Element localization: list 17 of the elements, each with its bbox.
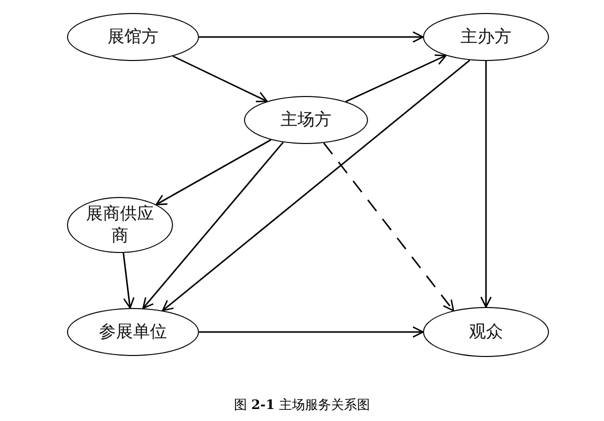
arrow [199, 326, 424, 338]
arrow [122, 252, 135, 309]
arrow [323, 142, 454, 312]
node-label: 展馆方 [108, 26, 158, 48]
node-label: 主办方 [460, 26, 512, 48]
arrow [346, 54, 447, 102]
node-label: 展商供应商 [85, 202, 155, 248]
node-label: 参展单位 [99, 320, 167, 344]
node-label: 观众 [469, 320, 503, 344]
arrow [480, 61, 492, 308]
arrow [156, 139, 272, 206]
arrow [162, 60, 470, 312]
arrow [172, 55, 268, 102]
arrow [199, 31, 424, 43]
figure-caption: 图 2-1 主场服务关系图 [234, 398, 370, 413]
arrow [142, 142, 284, 309]
node-label: 主场方 [280, 108, 332, 132]
